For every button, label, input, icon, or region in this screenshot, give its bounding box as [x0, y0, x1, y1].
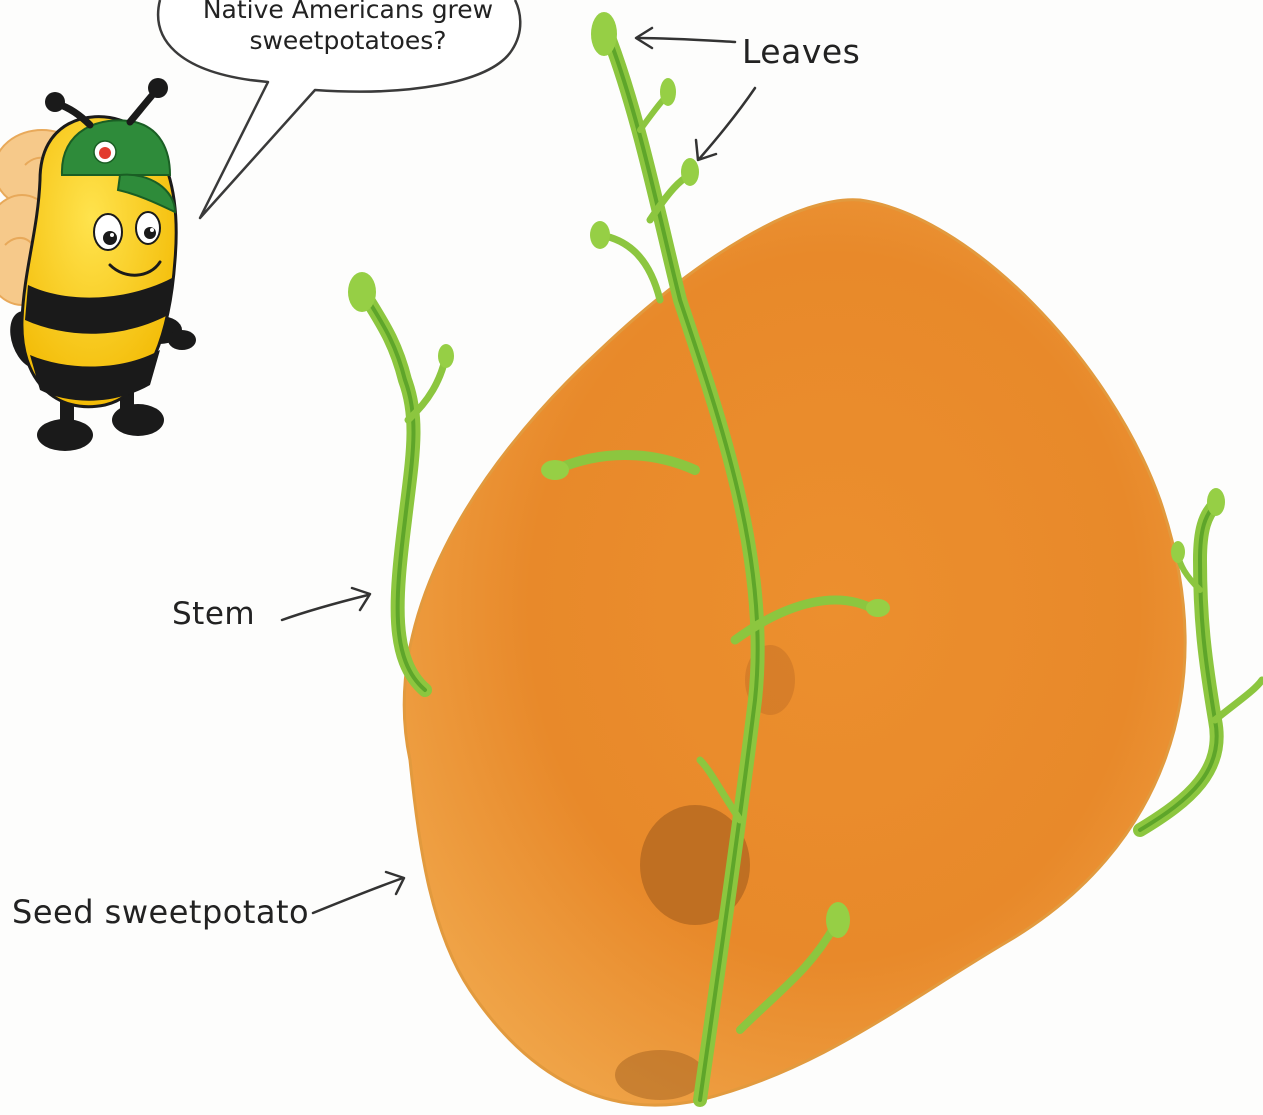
label-stem: Stem	[172, 596, 255, 632]
seed-arrow	[313, 872, 404, 913]
leaves-arrow-top	[636, 28, 735, 48]
seed-sweetpotato	[404, 200, 1185, 1105]
leaves-arrow-lower	[696, 88, 755, 160]
speech-bubble-line-2: sweetpotatoes?	[168, 25, 528, 56]
bee-mascot	[0, 78, 196, 451]
speech-bubble-line-1: Native Americans grew	[168, 0, 528, 25]
label-leaves: Leaves	[742, 32, 860, 71]
speech-bubble-text: Native Americans grew sweetpotatoes?	[168, 0, 528, 56]
stem-arrow	[282, 588, 370, 620]
label-seed-sweetpotato: Seed sweetpotato	[12, 893, 309, 931]
